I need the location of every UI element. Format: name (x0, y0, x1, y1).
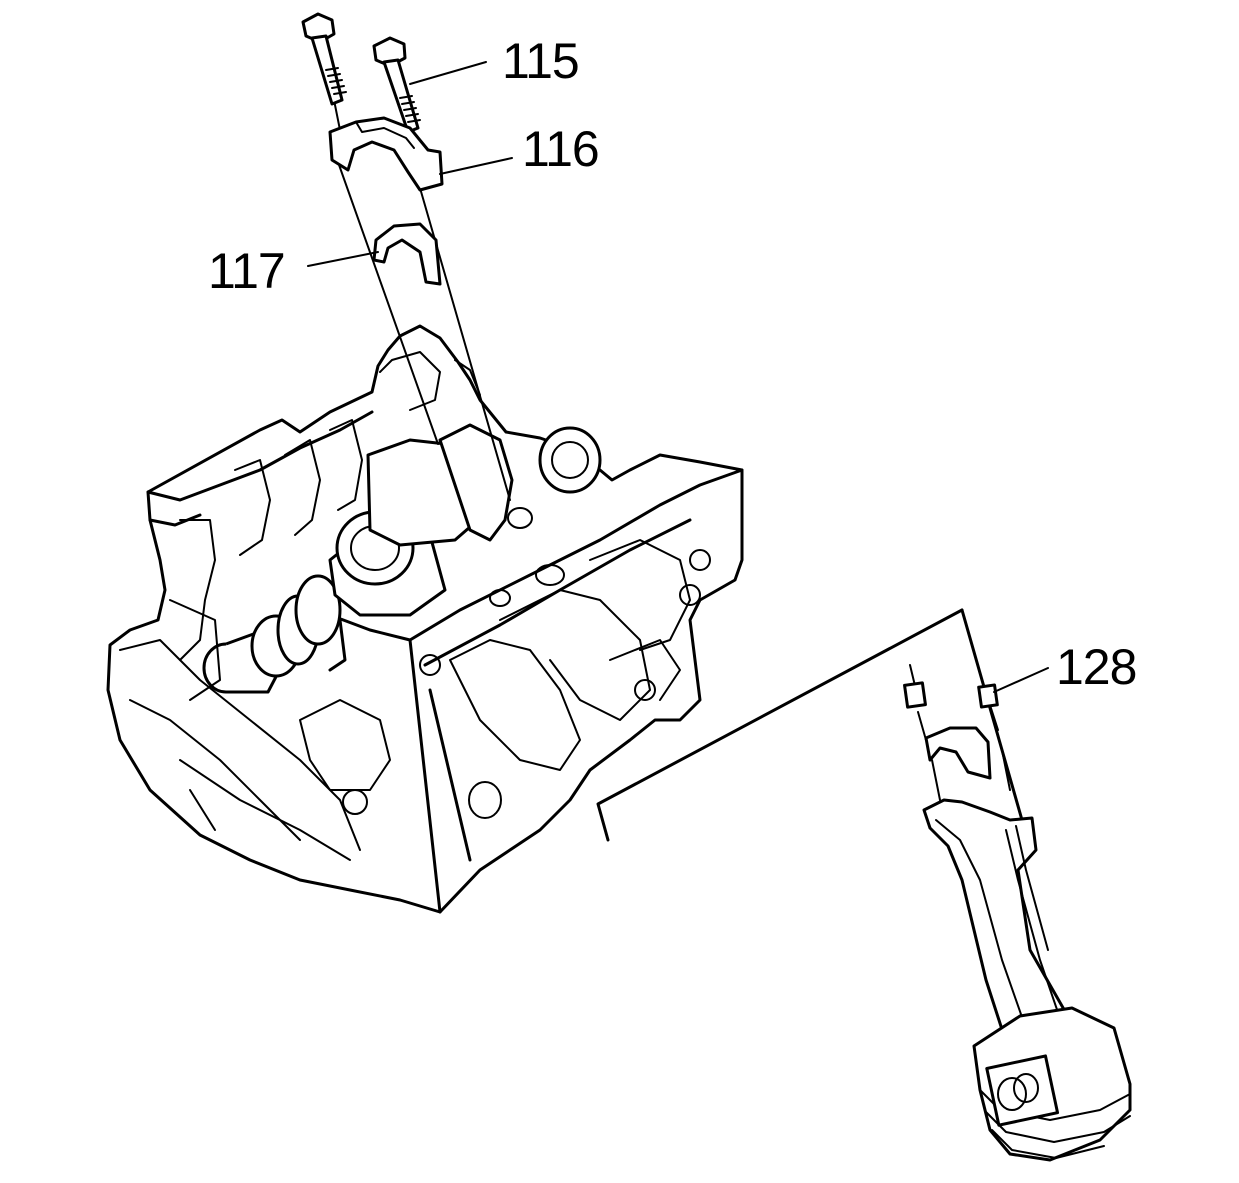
bearing-insert-icon (372, 222, 442, 286)
leader-128 (993, 667, 1049, 693)
bearing-cap-icon (328, 116, 444, 192)
leader-lines (307, 61, 1049, 693)
engine-block-icon (106, 324, 744, 914)
connecting-rod-piston-icon (903, 681, 1132, 1162)
callout-117: 117 (208, 243, 286, 299)
callout-128: 128 (1056, 639, 1137, 695)
leader-116 (439, 157, 513, 175)
callout-116: 116 (522, 121, 600, 177)
leader-117 (307, 251, 379, 267)
bolt-icon (301, 12, 421, 134)
callout-115: 115 (502, 33, 580, 89)
leader-115 (409, 61, 487, 85)
